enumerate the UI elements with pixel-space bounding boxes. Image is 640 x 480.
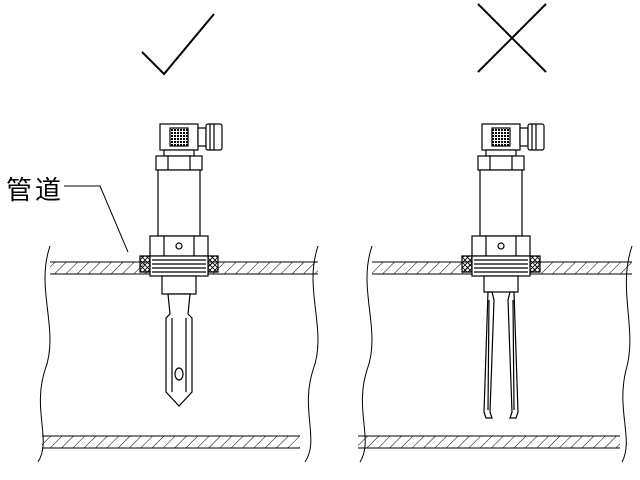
pipe-label: 管道 bbox=[6, 176, 65, 206]
incorrect-installation bbox=[358, 3, 633, 463]
pipe-right bbox=[358, 245, 633, 463]
sensor-right bbox=[461, 123, 545, 419]
check-mark-icon bbox=[141, 13, 215, 76]
cross-mark-icon bbox=[477, 3, 547, 73]
correct-installation bbox=[37, 13, 319, 463]
pipe-leader-line bbox=[64, 185, 129, 253]
sensor-left bbox=[139, 123, 223, 407]
